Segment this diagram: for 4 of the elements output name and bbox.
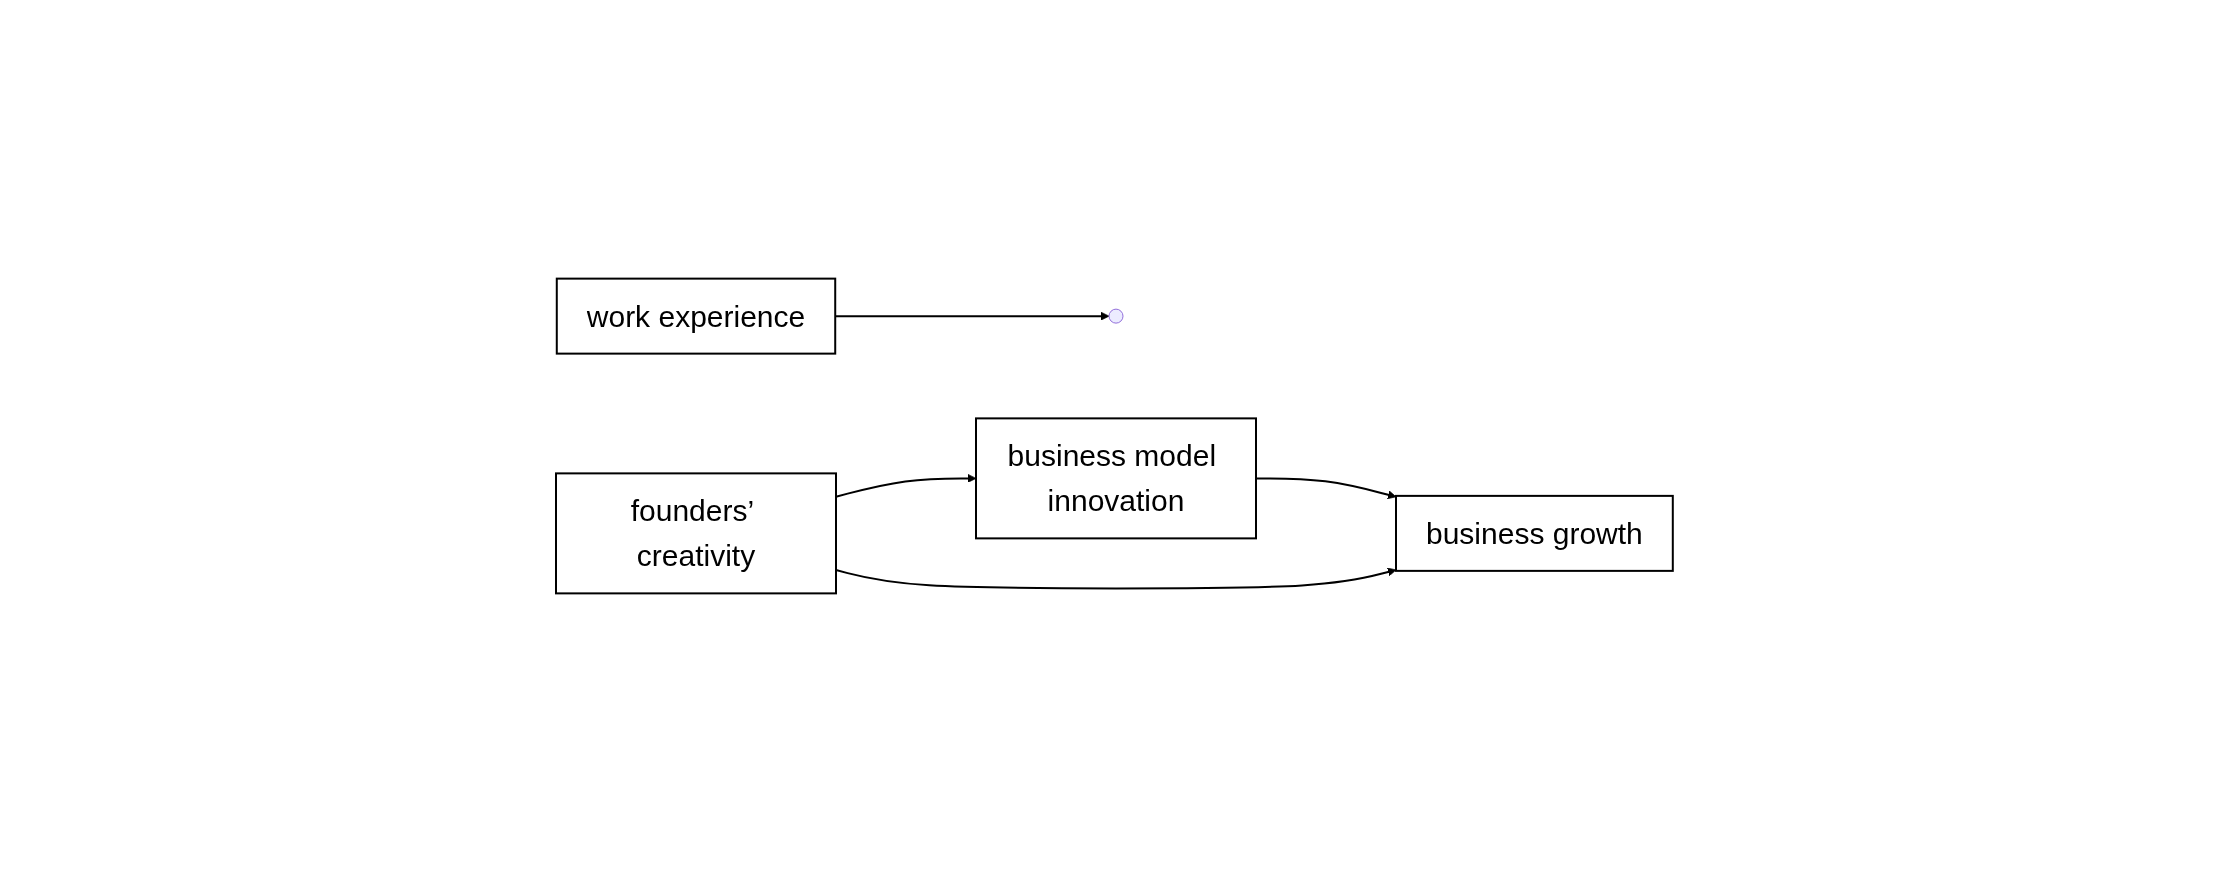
node-box: business growth xyxy=(1394,494,1674,572)
node-box: business model innovation xyxy=(974,417,1257,540)
node-box: work experience xyxy=(555,277,836,355)
node-box: founders’ creativity xyxy=(554,472,837,595)
